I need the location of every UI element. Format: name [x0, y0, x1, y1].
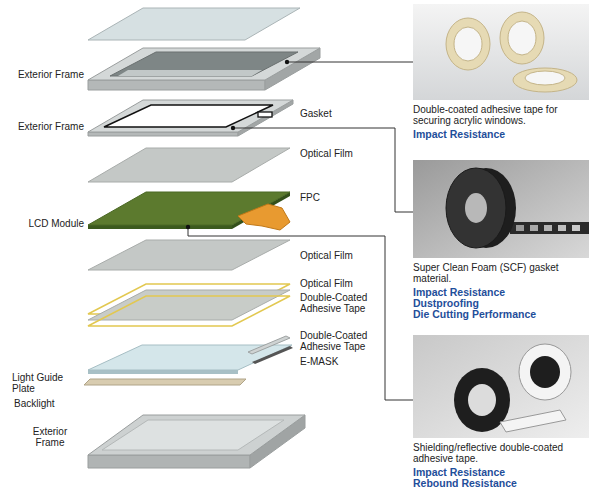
tape-core [525, 71, 565, 85]
frame-recess [102, 420, 284, 450]
product-photo [413, 4, 589, 100]
fpc [238, 204, 290, 230]
lcd-face [88, 225, 232, 229]
tape-roll [513, 68, 577, 92]
product-photo [413, 335, 589, 438]
die-cut-hole [516, 225, 524, 231]
frame-opening [110, 52, 298, 76]
tape-roll [519, 344, 571, 400]
leader-line [287, 62, 413, 63]
feature-label: Die Cutting Performance [413, 309, 589, 320]
gasket [104, 105, 273, 127]
foam-roll-face [446, 168, 506, 248]
part-label: Optical Film [300, 148, 353, 159]
part-label: Double-Coated Adhesive Tape [300, 292, 376, 314]
leader-dot [231, 126, 235, 130]
part-label: Backlight [14, 398, 55, 409]
feature-label: Impact Resistance [413, 467, 589, 478]
leader-line [188, 227, 413, 400]
part-label: Exterior Frame [26, 426, 74, 448]
feature-label: Impact Resistance [413, 287, 589, 298]
die-cut-strip [510, 222, 589, 234]
product-caption: Double-coated adhesive tape for securing… [413, 104, 589, 126]
frame-opening-floor [118, 70, 262, 76]
backlight [84, 379, 246, 385]
part-label: Exterior Frame [18, 69, 84, 80]
part-label: Optical Film [300, 250, 353, 261]
product-caption: Super Clean Foam (SCF) gasket material. [413, 262, 589, 284]
product-panel: Double-coated adhesive tape for securing… [413, 4, 589, 140]
tape-tail [500, 410, 566, 432]
frame-face [88, 132, 238, 136]
optical-film [88, 240, 290, 270]
part-label: Light Guide Plate [12, 372, 74, 394]
part-label: Double-Coated Adhesive Tape [300, 330, 376, 352]
adhesive-tape-outline [88, 296, 290, 326]
die-cut-hole [544, 225, 552, 231]
part-label: Gasket [300, 108, 332, 119]
part-label: FPC [300, 192, 320, 203]
part-label: Exterior Frame [18, 121, 84, 132]
product-panel: Shielding/reflective double-coated adhes… [413, 335, 589, 489]
tape-core [468, 384, 496, 416]
part-label: LCD Module [28, 218, 84, 229]
product-photo [413, 160, 589, 258]
foam-roll-core [465, 193, 487, 223]
feature-label: Dustproofing [413, 298, 589, 309]
frame-face [88, 80, 265, 90]
tape-core [508, 21, 536, 55]
feature-label: Impact Resistance [413, 129, 589, 140]
optical-film [88, 290, 290, 320]
tape-core [454, 27, 482, 61]
cover-window [88, 8, 300, 40]
gasket-piece [258, 112, 272, 117]
exterior-frame [88, 100, 293, 132]
tape-core [530, 356, 560, 388]
die-cut-hole [558, 225, 566, 231]
tape-roll [500, 12, 544, 64]
product-caption: Shielding/reflective double-coated adhes… [413, 442, 589, 464]
emask-strip [252, 346, 293, 364]
exterior-frame [88, 415, 305, 455]
part-label: Optical Film [300, 278, 353, 289]
die-cut-hole [572, 225, 580, 231]
optical-film [88, 148, 290, 182]
product-panel: Super Clean Foam (SCF) gasket material. I… [413, 160, 589, 320]
feature-label: Rebound Resistance [413, 478, 589, 489]
die-cut-hole [530, 225, 538, 231]
part-label: E-MASK [300, 356, 338, 367]
leader-dot [186, 225, 190, 229]
lgp-face [88, 370, 238, 374]
leader-dot [285, 60, 289, 64]
leader-line [233, 128, 413, 212]
frame-face [88, 455, 250, 468]
tape-roll [446, 18, 490, 70]
exterior-frame [88, 48, 320, 80]
